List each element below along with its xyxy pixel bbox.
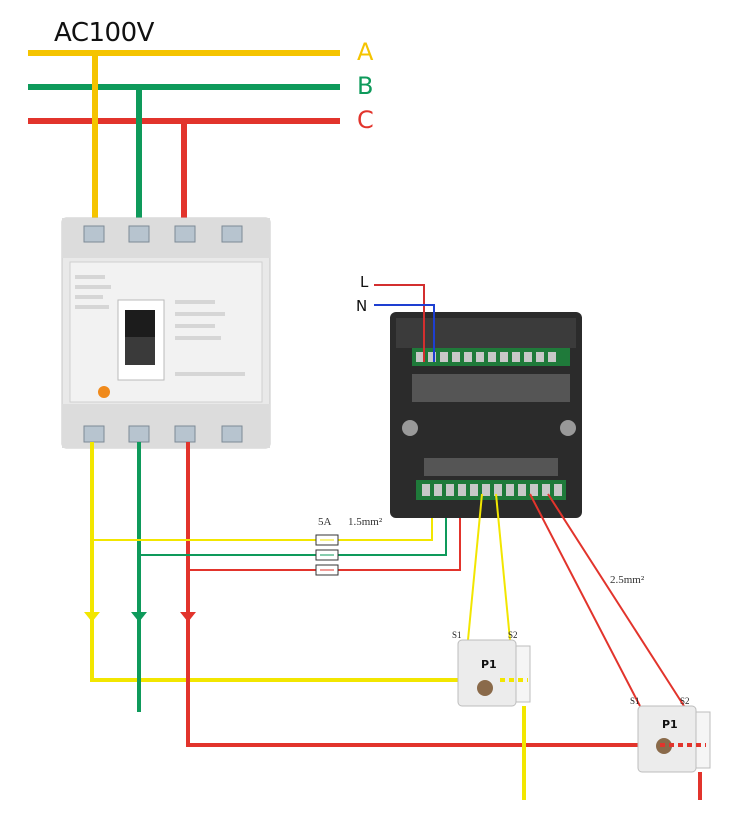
phase-a-output xyxy=(90,442,500,682)
ct1-s1-wire xyxy=(467,493,483,641)
ct1-s2-wire xyxy=(495,493,511,641)
ct2-s1-wire xyxy=(529,493,641,707)
supply-voltage-label: AC100V xyxy=(54,18,154,48)
voltage-wire-size-label: 1.5mm² xyxy=(348,516,383,528)
live-wire xyxy=(374,284,425,362)
current-wire-size-label: 2.5mm² xyxy=(610,574,645,586)
current-transformer-2 xyxy=(637,705,711,773)
power-meter xyxy=(390,312,582,518)
phase-a-arrow xyxy=(84,612,100,622)
ct2-s2-label: S2 xyxy=(680,696,690,706)
phase-c-voltage-tap xyxy=(188,498,461,571)
breaker-test-button[interactable] xyxy=(98,386,110,398)
ct2-p1-label: P1 xyxy=(662,718,678,731)
phase-c-output xyxy=(186,442,660,747)
current-transformer-1 xyxy=(457,639,531,707)
neutral-label: N xyxy=(356,297,368,315)
fuse-rating-label: 5A xyxy=(318,516,332,528)
live-label: L xyxy=(360,273,369,291)
phase-a-label: A xyxy=(357,38,374,66)
phase-b-label: B xyxy=(357,72,374,100)
ct1-p1-label: P1 xyxy=(481,658,497,671)
circuit-breaker xyxy=(61,217,271,449)
phase-c-label: C xyxy=(357,106,374,134)
neutral-wire xyxy=(374,304,435,362)
ct1-s1-label: S1 xyxy=(452,630,462,640)
ct2-s2-wire xyxy=(547,493,685,707)
phase-b-arrow xyxy=(131,612,147,622)
phase-c-arrow xyxy=(180,612,196,622)
ct2-s1-label: S1 xyxy=(630,696,640,706)
ct1-s2-label: S2 xyxy=(508,630,518,640)
